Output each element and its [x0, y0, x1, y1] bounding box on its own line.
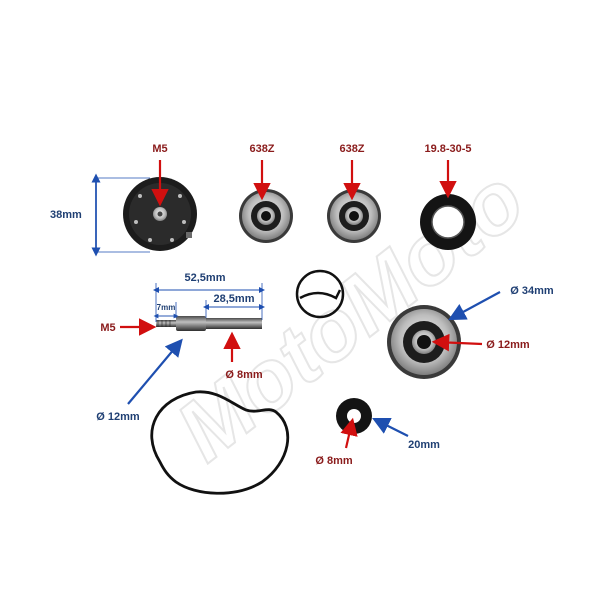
impeller-thread-label: M5 [152, 143, 167, 155]
shaft-total-length-label: 52,5mm [185, 272, 226, 284]
mechanical-seal [387, 305, 461, 379]
bearing-1-label: 638Z [249, 143, 274, 155]
seal-inner-diameter-callout: Ø 12mm [431, 333, 530, 352]
circlip [295, 269, 345, 319]
bearing-2 [327, 189, 381, 243]
washer-inner-diameter-label: Ø 8mm [315, 455, 353, 467]
seal-inner-diameter-label: Ø 12mm [486, 339, 530, 351]
impeller [123, 177, 197, 251]
oil-seal [420, 194, 476, 250]
washer-inner-diameter-callout: Ø 8mm [315, 417, 358, 467]
shaft-diameter-large-label: Ø 12mm [96, 411, 140, 423]
bearing-1-callout: 638Z [249, 143, 275, 201]
oil-seal-callout: 19.8-30-5 [424, 143, 472, 199]
pump-shaft [156, 316, 262, 331]
impeller-thread-callout: M5 [151, 143, 169, 207]
impeller-height-label: 38mm [50, 209, 82, 221]
seal-outer-diameter-callout: Ø 34mm [448, 285, 554, 321]
small-washer [336, 398, 372, 434]
washer-outer-diameter-label: 20mm [408, 439, 440, 451]
shaft-thread-label: M5 [100, 322, 115, 334]
shaft-thread-length-dimension: 7mm [153, 302, 179, 319]
o-ring-gasket [150, 390, 290, 495]
washer-outer-diameter-callout: 20mm [372, 418, 440, 451]
bearing-2-callout: 638Z [339, 143, 365, 201]
shaft-thread-callout: M5 [100, 318, 157, 336]
shaft-diameter-small-callout: Ø 8mm [223, 331, 263, 381]
bearing-1 [239, 189, 293, 243]
shaft-thread-length-label: 7mm [157, 303, 176, 312]
shaft-diameter-small-label: Ø 8mm [225, 369, 263, 381]
shaft-body-length-dimension: 28,5mm [203, 293, 265, 318]
seal-outer-diameter-label: Ø 34mm [510, 285, 554, 297]
shaft-body-length-label: 28,5mm [214, 293, 255, 305]
oil-seal-label: 19.8-30-5 [424, 143, 471, 155]
shaft-diameter-large-callout: Ø 12mm [96, 338, 183, 423]
impeller-height-dimension: 38mm [50, 173, 150, 257]
shaft-total-length-dimension: 52,5mm [153, 272, 265, 322]
bearing-2-label: 638Z [339, 143, 364, 155]
